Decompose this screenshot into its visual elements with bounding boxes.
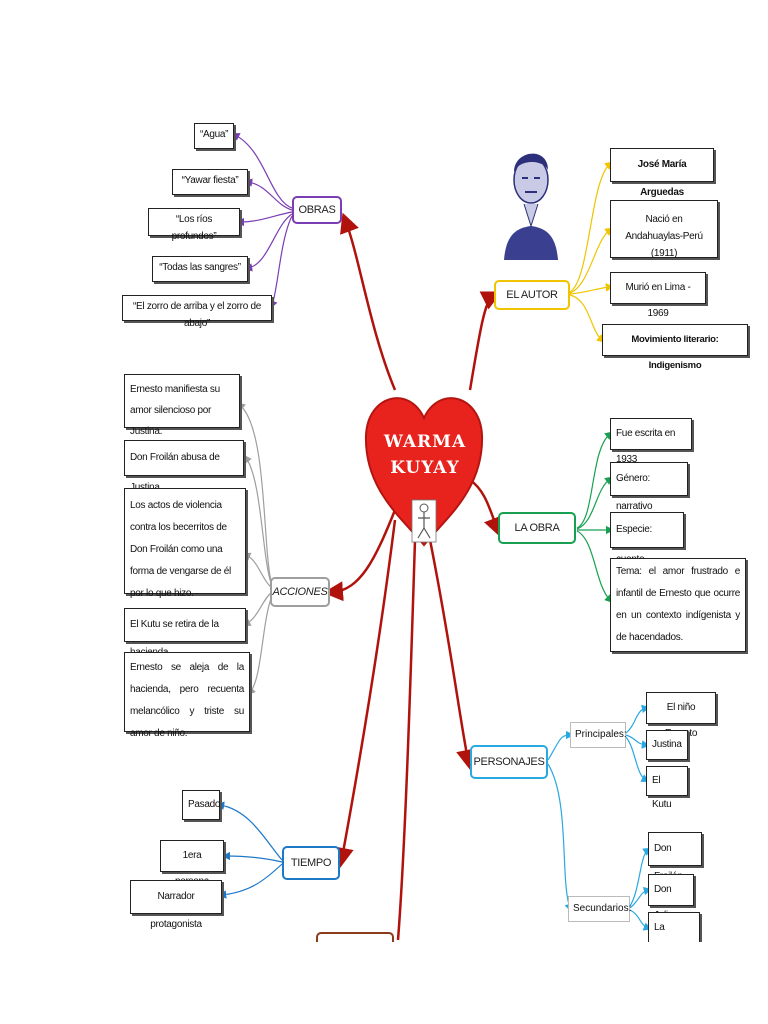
personaje-don-froilan: Don Froilán: [648, 832, 702, 882]
personajes-node: PERSONAJES: [470, 745, 548, 779]
obras-item-rios-profundos: “Los ríos profundos”: [148, 208, 240, 242]
acciones-node: ACCIONES: [270, 577, 330, 607]
acciones-item-4: El Kutu se retira de la hacienda.: [124, 608, 246, 658]
heart-shape: [364, 397, 484, 547]
tiempo-node: TIEMPO: [282, 846, 340, 880]
personajes-principales-label: Principales:: [570, 722, 627, 748]
tiempo-item-persona: 1era persona: [160, 840, 224, 887]
obra-item-genero: Género: narrativo: [610, 462, 688, 512]
central-title-line2: KUYAY: [390, 458, 460, 478]
obras-item-yawar-fiesta: “Yawar fiesta”: [172, 169, 248, 195]
autor-item-nacimiento: Nació en Andahuaylas-Perú (1911): [610, 200, 718, 259]
acciones-item-2: Don Froilán abusa de Justina.: [124, 440, 244, 493]
obra-node: LA OBRA: [498, 512, 576, 544]
obras-item-todas-las-sangres: “Todas las sangres”: [152, 256, 248, 282]
personaje-ernesto: El niño Ernesto: [646, 692, 716, 739]
acciones-item-5: Ernesto se aleja de la hacienda, pero re…: [124, 652, 250, 739]
personajes-secundarios-label: Secundarios:: [568, 896, 631, 922]
acciones-item-1: Ernesto manifiesta su amor silencioso po…: [124, 374, 240, 437]
personaje-don-julio: Don Julio: [648, 874, 694, 921]
personaje-la-gregoria: La Gregoria: [648, 912, 700, 959]
dancer-figure-icon: [411, 499, 437, 543]
tiempo-item-narrador: Narrador protagonista: [130, 880, 222, 930]
tiempo-item-pasado: Pasado: [182, 790, 220, 820]
personaje-justina: Justina: [646, 730, 688, 760]
autor-item-muerte: Murió en Lima - 1969: [610, 272, 706, 319]
autor-item-movimiento: Movimiento literario: Indigenismo: [602, 324, 748, 371]
autor-node: EL AUTOR: [494, 280, 570, 310]
central-title-line1: WARMA: [383, 432, 467, 452]
personaje-el-kutu: El Kutu: [646, 766, 688, 810]
obra-item-fecha: Fue escrita en 1933: [610, 418, 692, 465]
obra-item-tema: Tema: el amor frustrado e infantil de Er…: [610, 558, 746, 652]
acciones-item-3: Los actos de violencia contra los becerr…: [124, 488, 246, 599]
obras-node: OBRAS: [292, 196, 342, 224]
autor-item-nombre: José María Arguedas: [610, 148, 714, 198]
page-bottom-margin: [0, 942, 768, 1024]
obras-item-el-zorro: “El zorro de arriba y el zorro de abajo”: [122, 295, 272, 329]
obra-item-especie: Especie: cuento: [610, 512, 684, 565]
obras-item-agua: “Agua”: [194, 123, 234, 149]
author-portrait-icon: [504, 153, 558, 260]
